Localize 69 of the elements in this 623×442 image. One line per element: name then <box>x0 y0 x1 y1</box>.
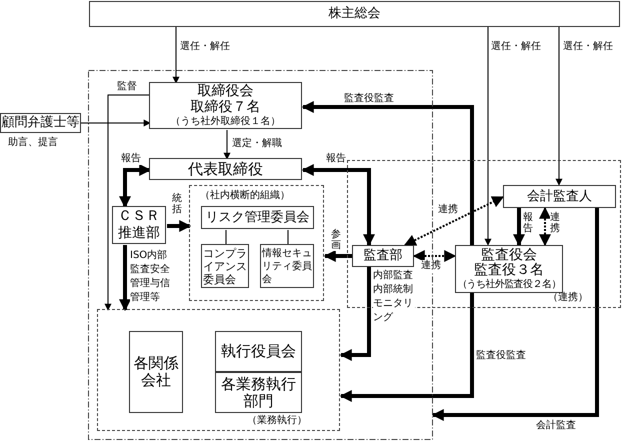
arrow <box>484 26 492 246</box>
node-text: 株主総会 <box>328 5 380 24</box>
edge-label: 連携 <box>438 204 458 216</box>
node-text: 執行役員会 <box>221 341 296 362</box>
edge-label: 会計監査 <box>536 420 576 432</box>
arrow <box>119 164 152 208</box>
process-box <box>112 206 166 244</box>
arrow <box>172 26 180 84</box>
arrow <box>340 293 474 402</box>
node-text: 監査役３名 <box>474 262 544 278</box>
arrow <box>539 206 551 246</box>
arrow <box>104 94 150 311</box>
edge-label: 連携 <box>550 212 560 234</box>
node-text: コンプライアンス委員会 <box>203 246 247 286</box>
edge-label: 監査役監査 <box>344 93 394 105</box>
node-text: 代表取締役 <box>188 158 263 180</box>
node-text: 情報セキュリティ委員会 <box>262 246 312 286</box>
node-text: （連携） <box>548 290 588 305</box>
node-text: 監査役会 <box>481 248 537 262</box>
arrow <box>340 267 371 361</box>
arrow <box>302 164 375 246</box>
node-text: ＣＳＲ推進部 <box>117 208 161 242</box>
edge-label: 選定・解職 <box>232 138 282 150</box>
process-box <box>503 185 616 208</box>
node-text: （社内横断的組織） <box>200 188 290 203</box>
dashed-group-frame <box>97 309 340 431</box>
arrow <box>302 101 474 245</box>
edge-label: 報告 <box>121 153 141 165</box>
edge-label: 統括 <box>172 193 182 215</box>
node-text: 顧問弁護士等 <box>2 114 80 132</box>
arrow <box>324 250 352 262</box>
edge-label: 選任・解任 <box>563 41 613 53</box>
node-text: （うち社外監査役２名） <box>457 278 561 290</box>
process-box <box>89 1 620 27</box>
node-caption: 助言、提言 <box>8 137 58 149</box>
dashed-group-frame <box>189 185 324 301</box>
node-text: 監査部 <box>364 247 402 266</box>
node-text: 各業務執行部門 <box>220 376 297 410</box>
node-text: （うち社外取締役１名） <box>170 115 280 128</box>
process-box <box>201 206 314 229</box>
edge-label: 選任・解任 <box>180 41 230 53</box>
edge-label: 監督 <box>117 81 137 93</box>
arrow <box>224 130 230 160</box>
edge-label: 報告 <box>326 153 346 165</box>
arrow <box>432 208 599 421</box>
arrow <box>412 250 456 262</box>
arrow <box>80 120 151 126</box>
edge-label: 連携 <box>421 260 441 272</box>
node-text: 会計監査人 <box>527 188 592 206</box>
edge-label: 参画 <box>331 229 341 251</box>
process-box <box>215 331 302 372</box>
process-box <box>455 245 563 293</box>
edge-label: 報告 <box>523 212 533 234</box>
process-box <box>149 158 302 180</box>
node-text: リスク管理委員会 <box>206 208 310 227</box>
edge-label: 選任・解任 <box>491 41 541 53</box>
arrow <box>404 196 504 246</box>
node-text: 取締役会 <box>198 83 254 99</box>
node-text: （業務執行） <box>247 414 307 428</box>
arrow <box>119 245 131 312</box>
node-text: 取締役７名 <box>190 99 260 115</box>
node-text: 各関係会社 <box>133 355 179 389</box>
arrow <box>513 208 525 246</box>
process-box <box>129 331 183 413</box>
process-box <box>352 245 414 267</box>
process-box <box>149 82 302 129</box>
arrow <box>167 220 192 232</box>
edge-label: 監査役監査 <box>476 350 526 362</box>
arrow <box>556 26 562 186</box>
